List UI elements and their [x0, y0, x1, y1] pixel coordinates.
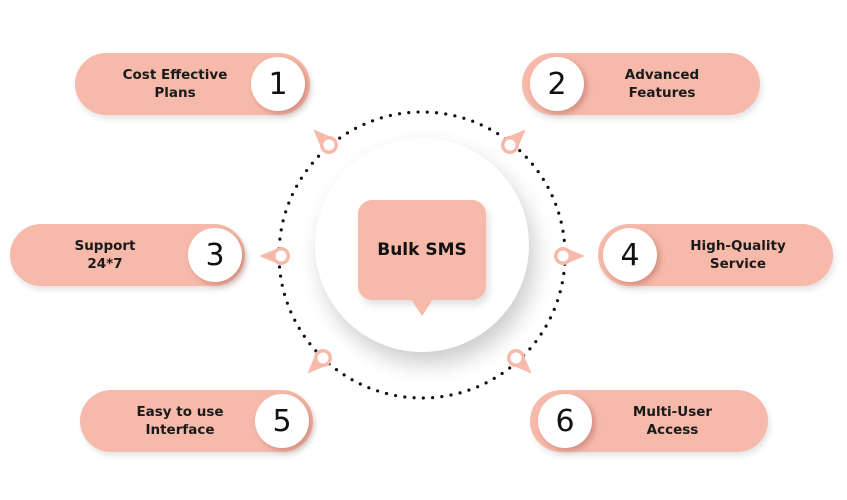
feature-pill-6: 6 Multi-User Access [530, 390, 768, 452]
map-pin-icon [507, 349, 532, 374]
feature-pill-3: Support 24*7 3 [10, 224, 245, 286]
feature-number-badge: 1 [251, 57, 305, 111]
map-pin-icon [307, 349, 332, 374]
feature-pill-5: Easy to use Interface 5 [80, 390, 313, 452]
feature-number-badge: 3 [188, 228, 242, 282]
feature-pill-1: Cost Effective Plans 1 [75, 53, 310, 115]
feature-label: Cost Effective Plans [122, 67, 228, 101]
feature-pill-4: 4 High-Quality Service [598, 224, 833, 286]
feature-number-badge: 2 [530, 57, 584, 111]
feature-number-badge: 4 [603, 228, 657, 282]
feature-label: Easy to use Interface [136, 404, 224, 438]
feature-pill-2: 2 Advanced Features [522, 53, 760, 115]
speech-bubble-tail [409, 296, 435, 316]
feature-label: Advanced Features [624, 67, 700, 101]
map-pin-icon [554, 247, 585, 265]
feature-label: High-Quality Service [690, 238, 786, 272]
map-pin-icon [313, 129, 338, 154]
feature-number-badge: 6 [538, 394, 592, 448]
feature-label: Multi-User Access [632, 404, 713, 438]
map-pin-icon [501, 129, 526, 154]
feature-number-badge: 5 [255, 394, 309, 448]
center-speech-bubble: Bulk SMS [358, 200, 486, 300]
map-pin-icon [259, 247, 290, 265]
center-title: Bulk SMS [377, 240, 467, 260]
feature-label: Support 24*7 [74, 238, 136, 272]
